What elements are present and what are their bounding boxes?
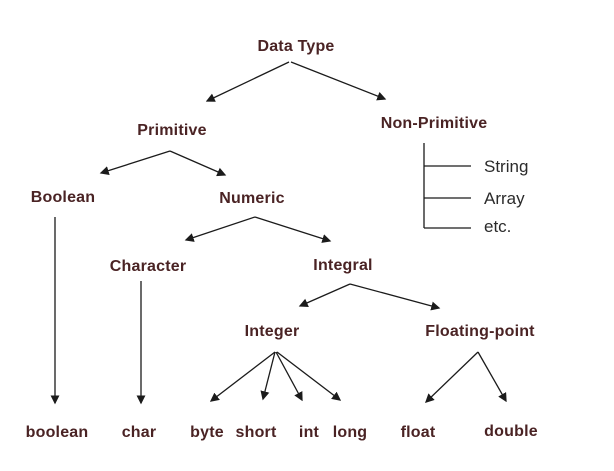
edge-integer-int <box>275 351 303 402</box>
leaf-char: char <box>121 424 157 441</box>
node-floating-point: Floating-point <box>425 323 535 340</box>
edge-datatype-primitive <box>205 61 290 102</box>
node-integral: Integral <box>313 257 373 274</box>
non-primitive-item-etc: etc. <box>484 217 512 236</box>
leaf-byte: byte <box>190 424 224 441</box>
edge-floatingpoint-float <box>425 351 479 403</box>
non-primitive-item-array: Array <box>484 189 525 208</box>
node-non-primitive: Non-Primitive <box>380 115 488 132</box>
node-primitive: Primitive <box>137 122 207 139</box>
edge-integer-byte <box>209 351 276 402</box>
edge-integral-integer <box>298 283 351 308</box>
leaf-short: short <box>235 424 277 441</box>
edge-primitive-boolean <box>99 150 171 175</box>
edge-numeric-character <box>184 216 256 242</box>
non-primitive-item-string: String <box>484 157 529 176</box>
node-numeric: Numeric <box>219 190 285 207</box>
node-character: Character <box>109 258 187 275</box>
node-integer: Integer <box>244 323 300 340</box>
node-data-type: Data Type <box>257 38 335 55</box>
edge-integral-floatingpoint <box>349 283 441 311</box>
edge-integer-long <box>276 351 342 401</box>
leaf-int: int <box>298 424 320 441</box>
edge-numeric-integral <box>254 216 332 243</box>
edge-floatingpoint-double <box>477 351 507 403</box>
edge-datatype-nonprimitive <box>290 61 387 101</box>
node-boolean: Boolean <box>30 189 96 206</box>
edge-integer-short <box>260 351 276 401</box>
leaf-float: float <box>400 424 436 441</box>
leaf-boolean: boolean <box>25 424 89 441</box>
edge-primitive-numeric <box>169 150 227 177</box>
leaf-long: long <box>332 424 368 441</box>
leaf-double: double <box>484 423 538 440</box>
